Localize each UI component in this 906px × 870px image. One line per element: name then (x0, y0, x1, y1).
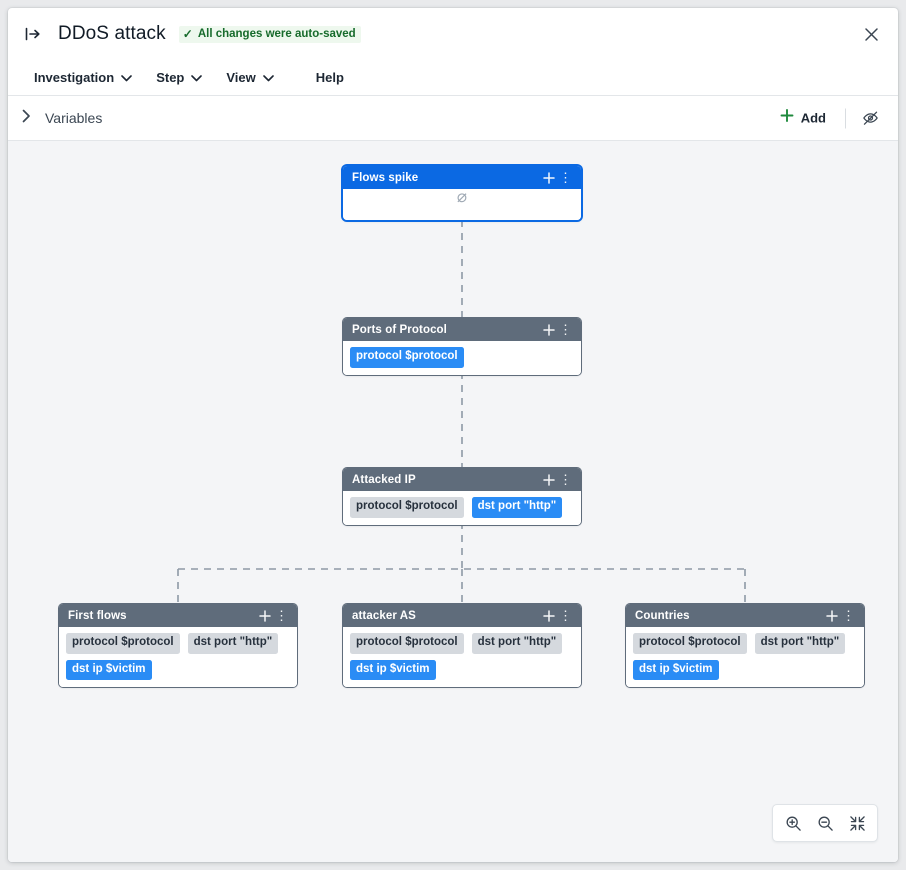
menu-item-label: Step (156, 70, 185, 85)
expand-panel-icon[interactable] (22, 23, 44, 45)
filter-chip[interactable]: protocol $protocol (350, 633, 464, 654)
menu-item-label: View (226, 70, 256, 85)
filter-chip[interactable]: protocol $protocol (350, 497, 464, 518)
menu-item-step[interactable]: Step (144, 65, 214, 90)
kebab-menu-icon[interactable]: ⋮ (559, 608, 572, 623)
eye-slash-icon[interactable] (856, 105, 884, 131)
close-icon[interactable] (858, 21, 884, 47)
edge-connectors (177, 220, 746, 604)
chevron-down-icon (262, 70, 274, 85)
chevron-right-icon (22, 109, 31, 128)
node-header[interactable]: Attacked IP ⋮ (343, 468, 581, 491)
node-body: protocol $protocol dst port "http" dst i… (59, 627, 297, 687)
node-ports-of-protocol[interactable]: Ports of Protocol ⋮ protocol $protocol (343, 318, 581, 375)
plus-icon[interactable] (540, 606, 557, 625)
check-icon: ✓ (182, 26, 193, 41)
kebab-menu-icon[interactable]: ⋮ (275, 608, 288, 623)
node-countries[interactable]: Countries ⋮ protocol $protocol dst port … (626, 604, 864, 687)
empty-set-icon: ⌀ (456, 187, 468, 207)
node-flows-spike[interactable]: Flows spike ⋮ ⌀ (343, 166, 581, 220)
zoom-controls (772, 804, 878, 842)
menu-item-investigation[interactable]: Investigation (22, 65, 144, 90)
node-body: protocol $protocol (343, 341, 581, 375)
add-variable-button[interactable]: Add (771, 104, 835, 133)
node-title: attacker AS (352, 609, 416, 622)
filter-chip[interactable]: protocol $protocol (633, 633, 747, 654)
kebab-menu-icon[interactable]: ⋮ (559, 170, 572, 185)
node-body: ⌀ (343, 189, 581, 220)
page-title: DDoS attack (58, 23, 166, 44)
zoom-in-icon[interactable] (780, 810, 806, 836)
node-title: First flows (68, 609, 127, 622)
node-body: protocol $protocol dst port "http" dst i… (626, 627, 864, 687)
add-variable-label: Add (800, 110, 826, 126)
node-body: protocol $protocol dst port "http" (343, 491, 581, 525)
node-title: Flows spike (352, 171, 419, 184)
variables-label: Variables (45, 110, 103, 126)
filter-chip[interactable]: dst ip $victim (633, 659, 719, 680)
filter-chip[interactable]: dst port "http" (471, 497, 563, 518)
plus-icon[interactable] (256, 606, 273, 625)
variables-bar: Variables Add (8, 96, 898, 141)
node-header[interactable]: attacker AS ⋮ (343, 604, 581, 627)
menu-item-help[interactable]: Help (304, 65, 356, 90)
filter-chip[interactable]: dst port "http" (471, 633, 563, 654)
fit-to-screen-icon[interactable] (844, 810, 870, 836)
node-title: Ports of Protocol (352, 323, 447, 336)
variables-toggle[interactable]: Variables (22, 109, 102, 128)
plus-icon[interactable] (540, 168, 557, 187)
filter-chip[interactable]: dst ip $victim (350, 659, 436, 680)
menu-item-label: Help (315, 70, 344, 85)
menu-item-view[interactable]: View (214, 65, 285, 90)
menu-item-label: Investigation (34, 70, 115, 85)
node-title: Countries (635, 609, 690, 622)
variables-actions: Add (771, 104, 884, 133)
kebab-menu-icon[interactable]: ⋮ (559, 322, 572, 337)
autosave-text: All changes were auto-saved (197, 27, 356, 40)
title-bar: DDoS attack ✓ All changes were auto-save… (8, 8, 898, 60)
investigation-window: DDoS attack ✓ All changes were auto-save… (8, 8, 898, 862)
filter-chip[interactable]: dst port "http" (754, 633, 846, 654)
chevron-down-icon (191, 70, 203, 85)
node-attacked-ip[interactable]: Attacked IP ⋮ protocol $protocol dst por… (343, 468, 581, 525)
filter-chip[interactable]: dst ip $victim (66, 659, 152, 680)
node-header[interactable]: Countries ⋮ (626, 604, 864, 627)
node-body: protocol $protocol dst port "http" dst i… (343, 627, 581, 687)
kebab-menu-icon[interactable]: ⋮ (842, 608, 855, 623)
investigation-canvas[interactable]: Flows spike ⋮ ⌀ Ports of Protocol ⋮ prot… (8, 141, 898, 862)
chevron-down-icon (121, 70, 132, 85)
plus-icon[interactable] (823, 606, 840, 625)
status-badge: ✓ All changes were auto-saved (178, 25, 361, 43)
node-header[interactable]: Ports of Protocol ⋮ (343, 318, 581, 341)
plus-icon[interactable] (540, 470, 557, 489)
filter-chip[interactable]: dst port "http" (187, 633, 279, 654)
divider (845, 108, 846, 128)
node-header[interactable]: First flows ⋮ (59, 604, 297, 627)
filter-chip[interactable]: protocol $protocol (66, 633, 180, 654)
node-attacker-as[interactable]: attacker AS ⋮ protocol $protocol dst por… (343, 604, 581, 687)
filter-chip[interactable]: protocol $protocol (350, 347, 464, 368)
node-first-flows[interactable]: First flows ⋮ protocol $protocol dst por… (59, 604, 297, 687)
node-header[interactable]: Flows spike ⋮ (343, 166, 581, 189)
kebab-menu-icon[interactable]: ⋮ (559, 472, 572, 487)
plus-icon (780, 109, 794, 128)
plus-icon[interactable] (540, 320, 557, 339)
menu-bar: Investigation Step View Help (8, 60, 898, 96)
node-title: Attacked IP (352, 473, 416, 486)
zoom-out-icon[interactable] (812, 810, 838, 836)
